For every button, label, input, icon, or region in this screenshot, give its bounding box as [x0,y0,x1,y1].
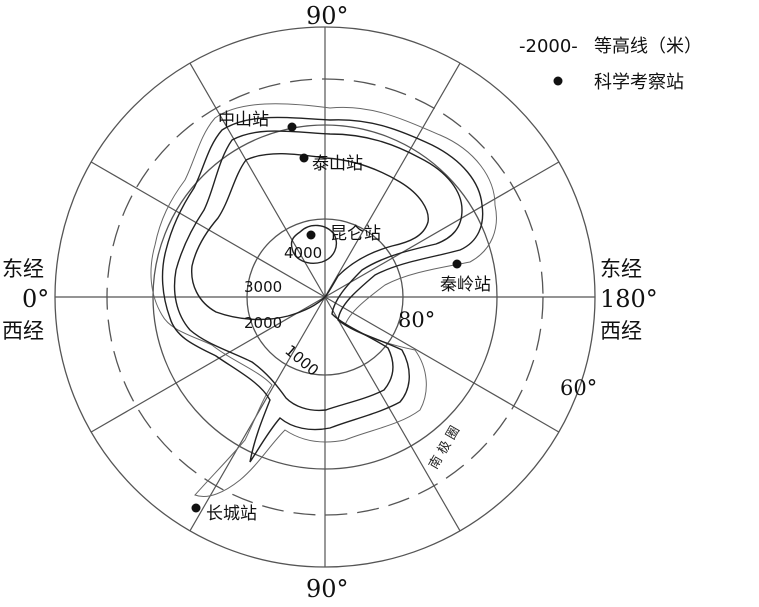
station-dot-changcheng [191,503,201,513]
station-dot-kunlun [306,230,316,240]
meridian-line [90,161,326,298]
station-label-zhongshan: 中山站 [218,110,269,130]
station-dot-zhongshan [287,122,297,132]
station-label-qinling: 秦岭站 [440,275,491,295]
contours [161,116,484,463]
left-east-label: 东经 [2,257,44,281]
contour-label-2000: 2000 [244,314,282,332]
station-label-taishan: 泰山站 [312,154,363,174]
meridian-line [90,296,326,433]
legend-station-text: 科学考察站 [594,72,684,93]
legend-contour-text: 等高线（米） [594,36,702,57]
legend: -2000- 等高线（米） 科学考察站 [519,36,702,93]
station-dot-qinling [452,259,462,269]
lat-60-label: 60° [560,376,597,400]
contour-label-4000: 4000 [284,244,322,262]
station-label-changcheng: 长城站 [206,504,257,524]
legend-contour-sample: -2000- [519,36,578,57]
contour-1000 [161,116,484,463]
meridian-line [324,296,560,433]
coastline [150,103,497,497]
right-west-label: 西经 [600,319,642,343]
top-lon-label: 90° [306,2,349,30]
meridian-line [189,62,326,298]
contour-4000 [290,224,338,264]
contour-label-3000: 3000 [244,278,282,296]
lat-80-label: 80° [398,308,435,332]
meridian-line [324,296,461,532]
meridian-line [324,62,461,298]
bottom-lon-label: 90° [306,575,349,603]
meridian-line [324,161,560,298]
left-lon-label: 0° [22,285,49,313]
legend-station-dot [553,76,563,86]
right-east-label: 东经 [600,257,642,281]
stations: 中山站 泰山站 昆仑站 秦岭站 长城站 [191,110,491,524]
contour-3000 [191,153,429,321]
left-west-label: 西经 [2,319,44,343]
contour-2000 [173,130,463,412]
station-label-kunlun: 昆仑站 [330,224,381,244]
station-dot-taishan [299,153,309,163]
antarctic-circle-label: 南 极 圈 [426,423,463,472]
right-lon-label: 180° [600,285,658,313]
